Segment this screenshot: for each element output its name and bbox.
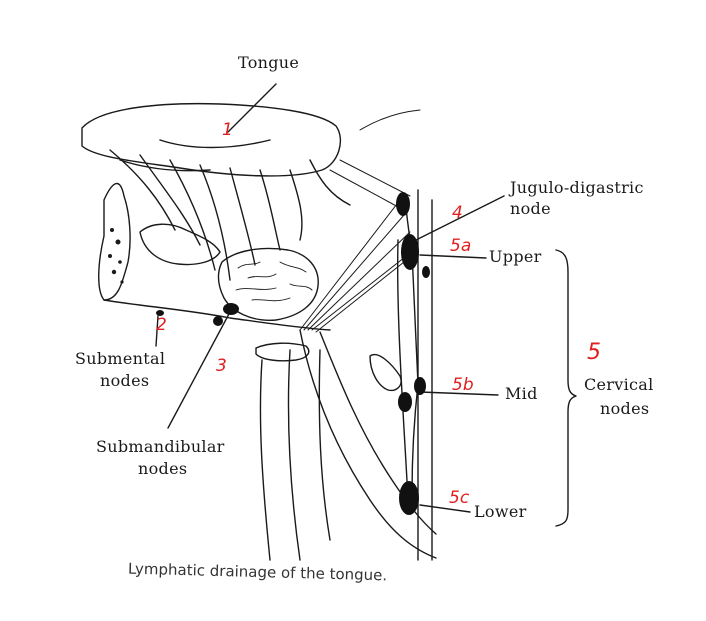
submandibular-node-2: [213, 316, 223, 326]
jugulo-digastric-label-line2: node: [510, 199, 551, 218]
submandibular-leader: [167, 311, 231, 429]
submental-node: [156, 310, 164, 316]
submental-leader: [155, 315, 159, 347]
submandibular-label-line2: nodes: [138, 459, 188, 478]
cervical-bracket: [555, 249, 577, 527]
annotation-5a: 5a: [450, 236, 472, 256]
upper-cervical-node: [401, 234, 419, 270]
annotation-3: 3: [216, 356, 227, 376]
tongue-leader: [227, 83, 277, 133]
annotation-4: 4: [452, 203, 463, 223]
submandibular-node-1: [223, 303, 239, 315]
lateral-loop: [369, 353, 402, 392]
jugulo-leader: [415, 195, 505, 241]
jugular-vein-3: [396, 239, 409, 501]
cervical-label-line1: Cervical: [584, 375, 654, 394]
annotation-1: 1: [222, 120, 233, 140]
mid-cervical-node-upper: [414, 377, 426, 395]
jugulo-digastric-node: [396, 192, 410, 216]
lower-leader: [419, 504, 471, 513]
sternocleidomastoid: [299, 329, 437, 559]
mid-leader: [419, 391, 499, 396]
lymph-fan: [299, 109, 421, 333]
mandible-lower-edge: [103, 299, 331, 331]
mid-cervical-node-lower: [398, 392, 412, 412]
tongue-vessels: [109, 139, 351, 281]
mid-label: Mid: [505, 384, 538, 403]
tongue-shape: [81, 102, 341, 177]
sublingual-gland: [139, 223, 221, 266]
strap-muscles: [259, 349, 331, 561]
lower-cervical-node: [399, 481, 419, 515]
tongue-label: Tongue: [238, 53, 300, 72]
cervical-label-line2: nodes: [600, 399, 650, 418]
annotation-5: 5: [587, 340, 601, 365]
submental-label-line1: Submental: [75, 349, 166, 368]
hyoid-bone: [255, 342, 310, 362]
submental-label-line2: nodes: [100, 371, 150, 390]
jugulo-digastric-label-line1: Jugulo-digastric: [510, 178, 644, 197]
submandibular-label-line1: Submandibular: [96, 437, 225, 456]
lower-label: Lower: [474, 502, 527, 521]
annotation-5c: 5c: [449, 488, 470, 508]
annotation-2: 2: [156, 315, 167, 335]
submandibular-gland: [217, 247, 319, 321]
mandible-fragment: [98, 183, 131, 301]
upper-label: Upper: [489, 247, 542, 266]
upper-cervical-node-small: [422, 266, 430, 278]
annotation-5b: 5b: [452, 375, 474, 395]
gland-texture: [235, 261, 313, 302]
upper-leader: [419, 254, 487, 259]
sternocleidomastoid-2: [319, 331, 437, 535]
